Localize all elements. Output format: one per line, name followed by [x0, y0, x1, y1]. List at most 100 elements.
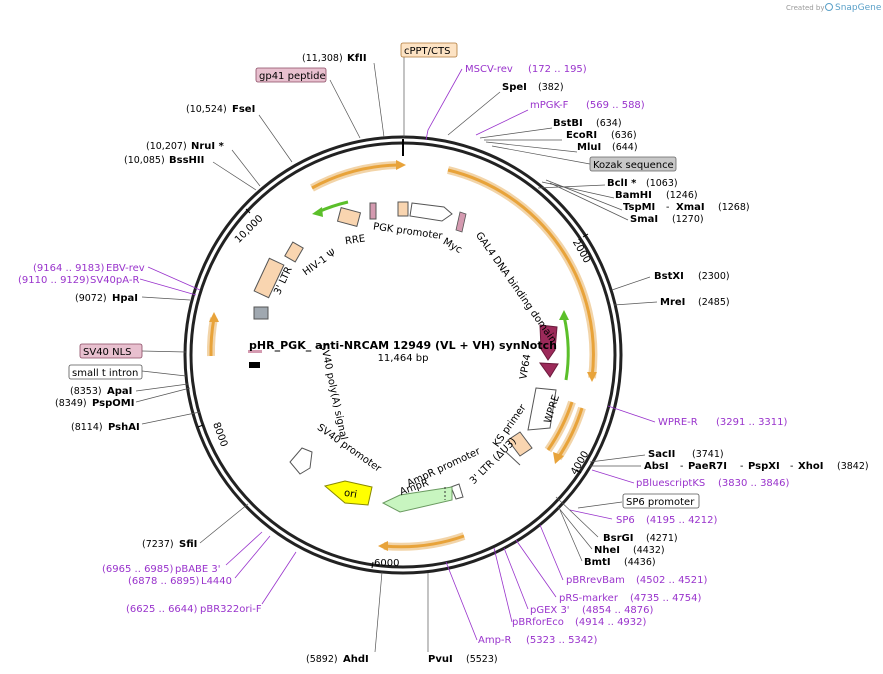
primer-pbluescriptks[interactable]: pBluescriptKS: [636, 478, 705, 489]
site-mrei-pos: (2485): [698, 297, 730, 308]
primer-l4440-range: (6878 .. 6895): [128, 576, 200, 587]
primer-sp6[interactable]: SP6: [616, 515, 635, 526]
site-xmai[interactable]: XmaI: [676, 202, 705, 213]
site-bsshii[interactable]: BssHII: [169, 155, 204, 166]
label-kozak[interactable]: Kozak sequence: [593, 160, 674, 171]
site-mrei[interactable]: MreI: [660, 297, 685, 308]
site-paer7i[interactable]: PaeR7I: [688, 461, 727, 472]
site-ahdi[interactable]: AhdI: [343, 654, 369, 665]
tick-label-8000: 8000: [210, 421, 229, 449]
ampr-arrow: [381, 486, 453, 513]
hiv-box: [284, 241, 304, 263]
label-small-t[interactable]: small t intron: [72, 368, 138, 379]
label-sv40-nls[interactable]: SV40 NLS: [83, 347, 132, 358]
tick-label-6000: 6000: [374, 558, 399, 569]
label-gal4: GAL4 DNA binding domain: [473, 230, 558, 345]
site-bcli[interactable]: BclI *: [607, 178, 637, 189]
site-sfii[interactable]: SfiI: [179, 539, 197, 550]
site-bstbi[interactable]: BstBI: [553, 118, 583, 129]
site-sacii-pos: (3741): [692, 449, 724, 460]
site-apai-pos: (8353): [70, 386, 102, 397]
sv40-nls-box: [79, 343, 143, 359]
primer-mscv[interactable]: MSCV-rev: [465, 64, 513, 75]
svg-text:-: -: [790, 461, 793, 472]
site-tspmi[interactable]: TspMI: [623, 202, 655, 213]
site-bamhi[interactable]: BamHI: [615, 190, 652, 201]
site-pvui[interactable]: PvuI: [428, 654, 453, 665]
site-bstbi-pos: (634): [596, 118, 622, 129]
site-fsei[interactable]: FseI: [232, 104, 255, 115]
primer-pbrforeco[interactable]: pBRforEco: [512, 617, 564, 628]
site-sfii-pos: (7237): [142, 539, 174, 550]
primer-pbrrevbam-range: (4502 .. 4521): [636, 575, 708, 586]
site-ahdi-pos: (5892): [306, 654, 338, 665]
site-bmti[interactable]: BmtI: [584, 557, 611, 568]
site-apai[interactable]: ApaI: [107, 386, 132, 397]
site-xhoi[interactable]: XhoI: [798, 461, 823, 472]
primer-wpre-r-range: (3291 .. 3311): [716, 417, 788, 428]
primer-l4440[interactable]: L4440: [201, 576, 232, 587]
label-hiv: HIV-1 Ψ: [301, 248, 338, 279]
primer-pbrrevbam[interactable]: pBRrevBam: [566, 575, 625, 586]
ltr3-box: [253, 257, 285, 299]
myc-box: [455, 211, 467, 233]
site-smai[interactable]: SmaI: [630, 214, 658, 225]
site-nhei[interactable]: NheI: [594, 545, 620, 556]
primer-wpre-r[interactable]: WPRE-R: [658, 417, 698, 428]
site-hpai-pos: (9072): [75, 293, 107, 304]
gp41-label-box: [255, 67, 327, 83]
site-spei[interactable]: SpeI: [502, 82, 527, 93]
site-bstxi[interactable]: BstXI: [654, 271, 684, 282]
site-pspomi[interactable]: PspOMI: [92, 398, 134, 409]
site-mlui[interactable]: MluI: [577, 142, 601, 153]
site-hpai[interactable]: HpaI: [112, 293, 138, 304]
site-pspxi[interactable]: PspXI: [748, 461, 780, 472]
kozak-box: [589, 156, 677, 172]
sv40-polya-box: [253, 306, 269, 320]
tick-6000: 6000: [371, 558, 399, 569]
label-cppt[interactable]: cPPT/CTS: [404, 46, 450, 57]
primer-mpgk[interactable]: mPGK-F: [530, 100, 569, 111]
site-pshai-pos: (8114): [71, 422, 103, 433]
ks-primer-mark: [505, 451, 521, 466]
primer-ebv[interactable]: EBV-rev: [106, 263, 145, 274]
small-t-mark: [249, 362, 260, 368]
primer-pbr322ori[interactable]: pBR322ori-F: [200, 604, 262, 615]
primer-amp-r[interactable]: Amp-R: [478, 635, 512, 646]
site-nhei-pos: (4432): [633, 545, 665, 556]
site-nrui[interactable]: NruI *: [191, 141, 225, 152]
site-bamhi-pos: (1246): [666, 190, 698, 201]
label-ori: ori: [343, 488, 358, 501]
label-sp6-promoter[interactable]: SP6 promoter: [626, 497, 695, 508]
site-pshai[interactable]: PshAI: [108, 422, 140, 433]
snapgene-brand: SnapGene: [835, 3, 882, 13]
plasmid-size: 11,464 bp: [378, 353, 429, 364]
primer-pbabe[interactable]: pBABE 3': [175, 564, 221, 575]
site-bsrgi-pos: (4271): [646, 533, 678, 544]
vp64-arrow: [538, 362, 559, 378]
label-gp41[interactable]: gp41 peptide: [259, 71, 326, 82]
site-absi-pos: (3842): [837, 461, 869, 472]
primer-pbrforeco-range: (4914 .. 4932): [575, 617, 647, 628]
label-rre: RRE: [344, 233, 366, 247]
site-ecori[interactable]: EcoRI: [566, 130, 597, 141]
site-bsrgi[interactable]: BsrGI: [603, 533, 633, 544]
primer-sv40pa[interactable]: SV40pA-R: [90, 275, 139, 286]
feature-box-pgk: [397, 201, 409, 217]
ltr3-du3-box: [507, 431, 533, 457]
small-t-box: [68, 364, 143, 380]
site-kfli[interactable]: KfII: [347, 53, 367, 64]
gal4-arrow: [539, 324, 558, 361]
cppt-box: [400, 42, 458, 58]
label-vp64: VP64: [518, 353, 533, 380]
primer-mscv-range: (172 .. 195): [528, 64, 587, 75]
site-bcli-pos: (1063): [646, 178, 678, 189]
site-absi[interactable]: AbsI: [644, 461, 669, 472]
svg-text:-: -: [666, 202, 669, 213]
label-pgk-promoter: PGK promoter: [372, 221, 444, 242]
site-pvui-pos: (5523): [466, 654, 498, 665]
primer-prs-marker[interactable]: pRS-marker: [559, 593, 619, 604]
primer-pgex[interactable]: pGEX 3': [530, 605, 570, 616]
site-sacii[interactable]: SacII: [648, 449, 675, 460]
